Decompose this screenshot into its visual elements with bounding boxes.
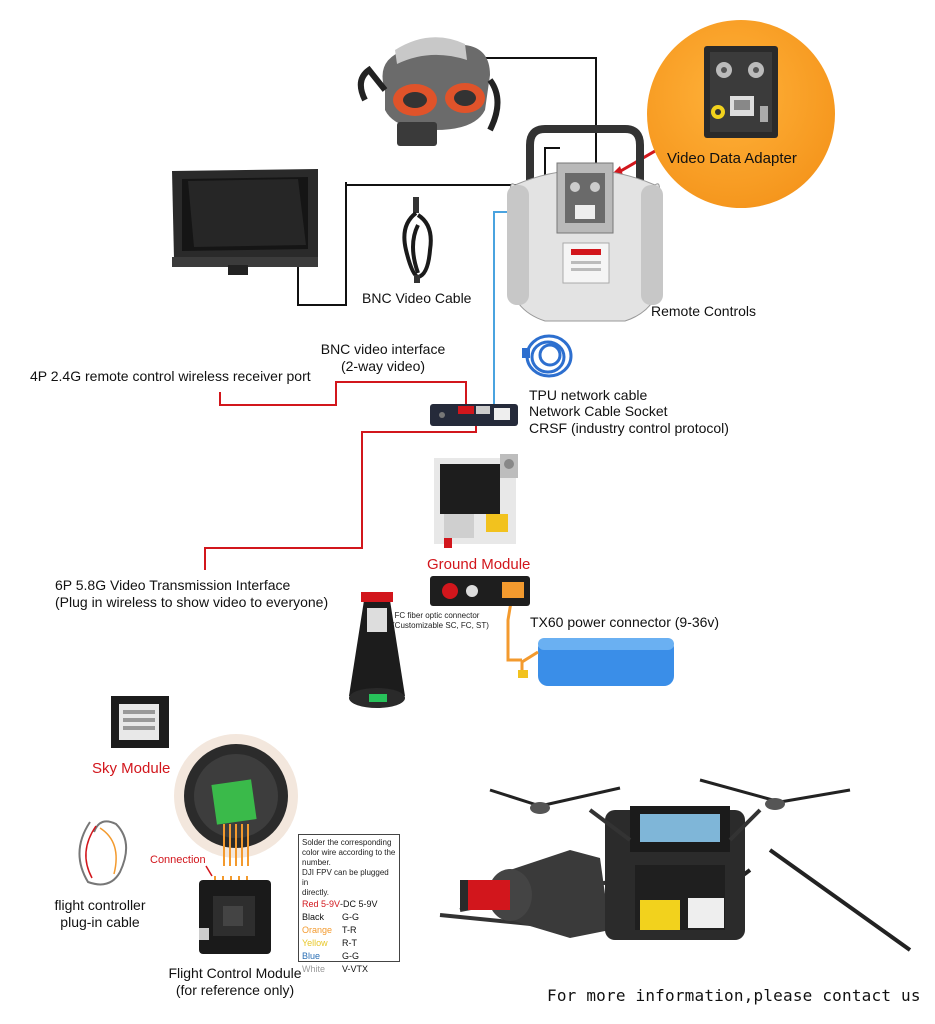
legend-pin: G-G bbox=[342, 912, 359, 922]
bnc-cable-icon bbox=[402, 197, 433, 283]
crsf-label: CRSF (industry control protocol) bbox=[529, 420, 729, 436]
legend-row: Red 5-9V-DC 5-9V bbox=[302, 898, 396, 911]
legend-row: White V-VTX bbox=[302, 963, 396, 976]
legend-note-line: DJI FPV can be plugged in bbox=[302, 868, 389, 887]
sky-module-icon bbox=[111, 696, 169, 748]
vtx-interface-note: (Plug in wireless to show video to every… bbox=[55, 594, 329, 610]
flight-controller-icon bbox=[199, 876, 271, 954]
legend-color: White bbox=[302, 964, 326, 974]
receiver-port-wire bbox=[219, 381, 467, 406]
legend-color: Black bbox=[302, 912, 325, 922]
connection-label: Connection bbox=[150, 854, 206, 866]
tpu-network-cable-label: TPU network cable bbox=[529, 387, 648, 403]
receiver-port-label: 4P 2.4G remote control wireless receiver… bbox=[30, 368, 311, 384]
fiber-connector-label: FC fiber optic connector bbox=[394, 611, 480, 620]
plugin-cable-label-2: plug-in cable bbox=[60, 914, 140, 930]
power-wire bbox=[506, 595, 522, 662]
fiber-drone-icon bbox=[439, 778, 912, 952]
plugin-cable-label-1: flight controller bbox=[54, 897, 146, 913]
legend-row: Orange T-R bbox=[302, 924, 396, 937]
battery-icon bbox=[518, 638, 674, 686]
legend-color: Yellow bbox=[302, 938, 328, 948]
bnc-video-interface-label: BNC video interface bbox=[320, 341, 446, 357]
legend-row: Black G-G bbox=[302, 911, 396, 924]
fpv-goggles-icon bbox=[357, 37, 501, 146]
legend-pin: V-VTX bbox=[342, 964, 369, 974]
fiber-spool-icon bbox=[349, 592, 405, 708]
two-way-video-label: (2-way video) bbox=[340, 358, 426, 374]
ground-board-icon bbox=[434, 454, 518, 548]
ground-module-icon bbox=[430, 576, 530, 606]
bnc-video-cable-label: BNC Video Cable bbox=[362, 290, 472, 306]
plugin-cable-icon bbox=[78, 820, 127, 886]
remote-controls-label: Remote Controls bbox=[651, 303, 757, 319]
legend-color: Red 5-9V bbox=[302, 899, 341, 909]
legend-pin: -DC 5-9V bbox=[340, 899, 378, 909]
vtx-wire bbox=[204, 414, 477, 570]
legend-note: Solder the corresponding color wire acco… bbox=[302, 838, 396, 898]
connection-arrow bbox=[205, 865, 213, 877]
remote-controller-icon bbox=[507, 125, 663, 322]
sky-module-closeup bbox=[174, 734, 298, 866]
ground-module-label: Ground Module bbox=[427, 556, 531, 573]
network-cable-socket-label: Network Cable Socket bbox=[529, 403, 668, 419]
tx60-connector-label: TX60 power connector (9-36v) bbox=[530, 614, 720, 630]
legend-pin: R-T bbox=[342, 938, 357, 948]
monitor-wire-lower bbox=[297, 182, 347, 306]
legend-note-line: Solder the corresponding bbox=[302, 838, 392, 847]
sky-module-label: Sky Module bbox=[92, 760, 171, 777]
wire-color-legend: Solder the corresponding color wire acco… bbox=[298, 834, 400, 974]
fiber-connector-note: (Customizable SC, FC, ST) bbox=[392, 621, 489, 630]
fc-module-label-1: Flight Control Module bbox=[168, 965, 302, 981]
legend-pin: T-R bbox=[342, 925, 357, 935]
legend-row: Yellow R-T bbox=[302, 937, 396, 950]
legend-pin: G-G bbox=[342, 951, 359, 961]
legend-row: Blue G-G bbox=[302, 950, 396, 963]
legend-color: Orange bbox=[302, 925, 333, 935]
monitor-icon bbox=[172, 169, 318, 275]
contact-text: For more information,please contact us bbox=[547, 986, 921, 1005]
receiver-box-icon bbox=[430, 404, 518, 426]
legend-note-line: color wire according to the bbox=[302, 848, 396, 857]
legend-note-line: number. bbox=[302, 858, 331, 867]
vtx-interface-label: 6P 5.8G Video Transmission Interface bbox=[55, 577, 291, 593]
video-data-adapter-icon bbox=[704, 46, 778, 138]
legend-note-line: directly. bbox=[302, 888, 329, 897]
fc-module-label-2: (for reference only) bbox=[175, 982, 295, 998]
video-data-adapter-label: Video Data Adapter bbox=[667, 150, 797, 167]
legend-color: Blue bbox=[302, 951, 321, 961]
tpu-network-cable-icon bbox=[522, 334, 573, 378]
